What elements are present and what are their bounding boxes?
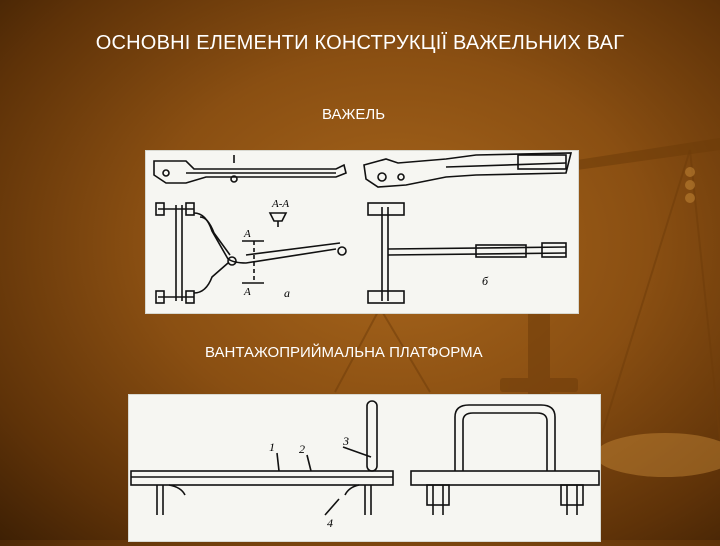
platform-heading: ВАНТАЖОПРИЙМАЛЬНА ПЛАТФОРМА: [205, 344, 483, 361]
caption-a: а: [284, 286, 290, 300]
caption-b: б: [482, 274, 489, 288]
section-marker-top: A: [243, 228, 251, 240]
section-label: A-A: [271, 198, 289, 210]
callout-3: 3: [342, 434, 349, 448]
callout-4: 4: [327, 516, 333, 530]
platform-drawing-svg: 1 2 3 4: [130, 400, 600, 530]
lever-drawing-svg: A-A A A а б: [153, 152, 573, 304]
section-marker-bottom: A: [243, 286, 251, 298]
lever-heading: ВАЖЕЛЬ: [322, 106, 386, 123]
slide-title: ОСНОВНІ ЕЛЕМЕНТИ КОНСТРУКЦІЇ ВАЖЕЛЬНИХ В…: [95, 32, 625, 54]
callout-1: 1: [269, 440, 275, 454]
platform-drawing: 1 2 3 4: [128, 394, 601, 542]
lever-drawing: A-A A A а б: [145, 150, 579, 314]
callout-2: 2: [299, 442, 305, 456]
